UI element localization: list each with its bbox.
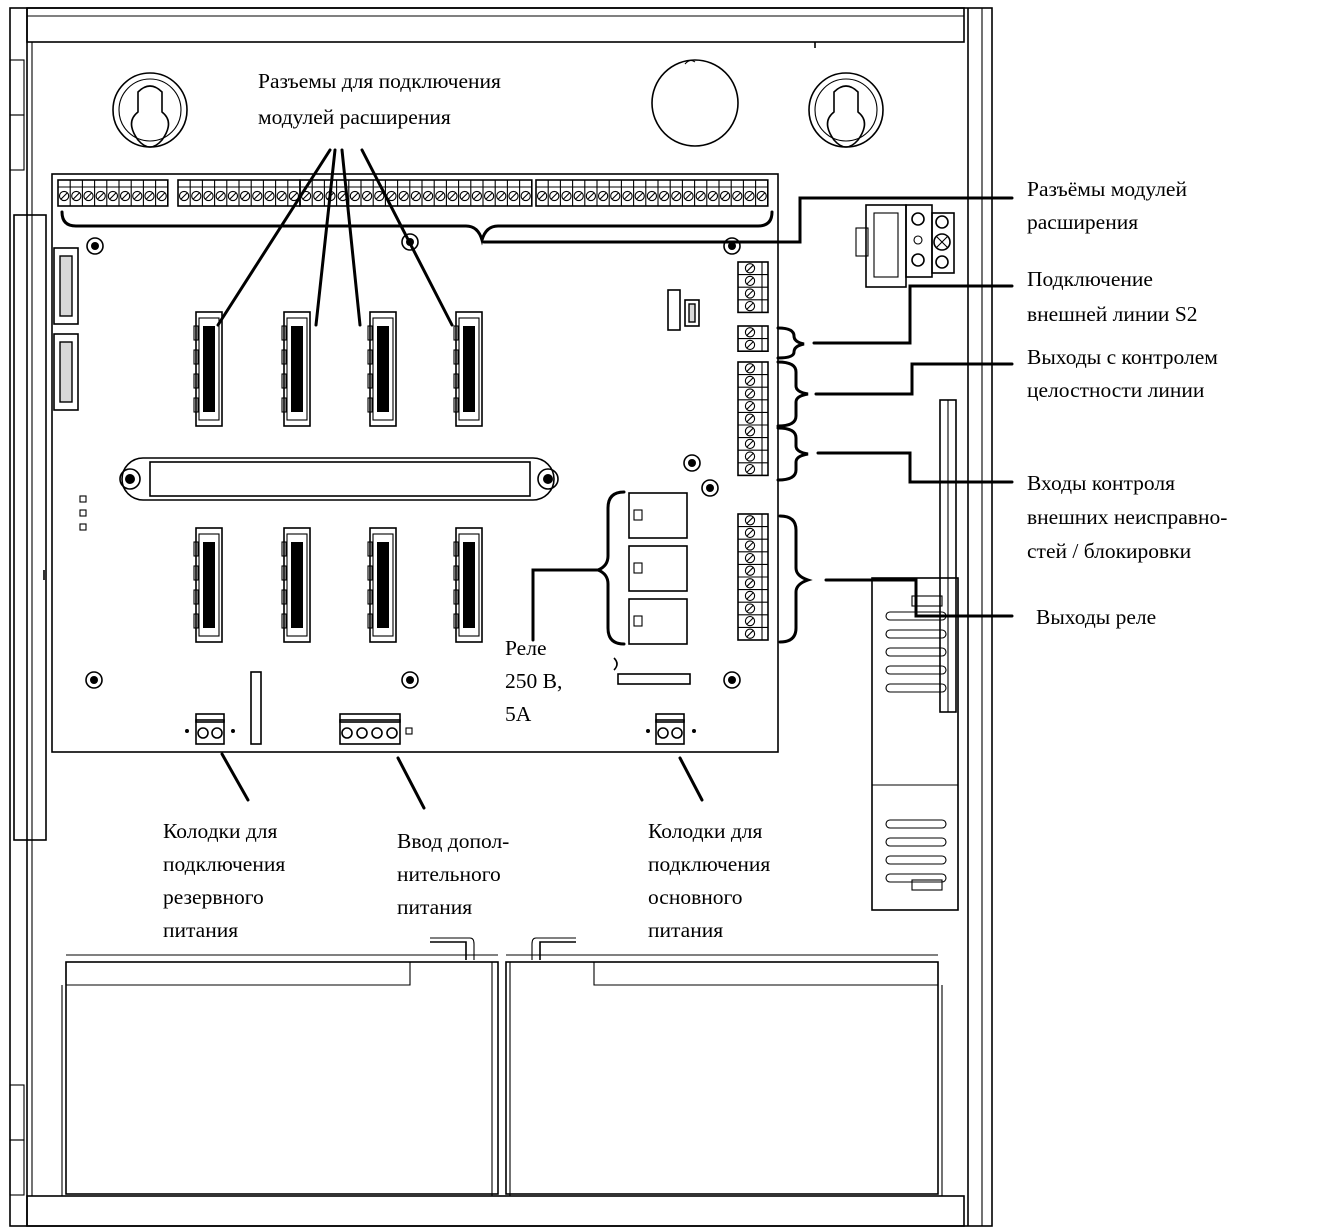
terminal-strip-upper bbox=[737, 261, 769, 314]
label-backup-power-line-2: подключения bbox=[163, 852, 285, 876]
label-external-line-s2-line-1: Подключение bbox=[1027, 267, 1153, 291]
board-screw bbox=[85, 671, 103, 689]
leader-lines bbox=[60, 148, 1014, 810]
label-relay-line-1: Реле bbox=[505, 636, 547, 660]
label-main-power-line-2: подключения bbox=[648, 852, 770, 876]
mounting-hole-left bbox=[112, 72, 188, 148]
enclosure-housing bbox=[9, 7, 993, 1227]
label-fault-inputs-line-3: стей / блокировки bbox=[1027, 539, 1191, 563]
label-monitored-outputs: Выходы с контролем целостности линии bbox=[1027, 345, 1218, 402]
terminal-strip-s2 bbox=[737, 325, 769, 353]
label-aux-power-line-1: Ввод допол- bbox=[397, 829, 509, 853]
aux-power-terminal bbox=[339, 713, 413, 745]
board-screw bbox=[723, 237, 741, 255]
label-backup-power-line-4: питания bbox=[163, 918, 238, 942]
label-relay-line-2: 250 В, bbox=[505, 669, 562, 693]
module-socket bbox=[193, 527, 223, 643]
label-fault-inputs: Входы контроля внешних неисправно- стей … bbox=[1027, 471, 1227, 563]
backup-power-terminal bbox=[185, 713, 235, 745]
terminal-block-4 bbox=[535, 179, 769, 207]
terminal-block-3 bbox=[299, 179, 533, 207]
terminal-strip-relay bbox=[737, 513, 769, 641]
cable-knockout bbox=[651, 59, 739, 147]
label-aux-power: Ввод допол- нительного питания bbox=[397, 829, 509, 919]
battery-bar bbox=[119, 457, 559, 501]
label-expansion-connectors-line-1: Разъемы для подключения bbox=[258, 69, 501, 93]
board-screw bbox=[683, 454, 701, 472]
label-main-power-line-3: основного bbox=[648, 885, 743, 909]
label-monitored-outputs-line-1: Выходы с контролем bbox=[1027, 345, 1218, 369]
module-socket bbox=[367, 311, 397, 427]
label-fault-inputs-line-2: внешних неисправно- bbox=[1027, 505, 1227, 529]
mains-terminal-block bbox=[855, 204, 955, 288]
label-main-power-line-1: Колодки для bbox=[648, 819, 763, 843]
terminal-block-2 bbox=[177, 179, 301, 207]
board-screw bbox=[723, 671, 741, 689]
label-relay-outputs: Выходы реле bbox=[1036, 605, 1156, 629]
module-socket bbox=[453, 527, 483, 643]
module-socket bbox=[453, 311, 483, 427]
module-socket bbox=[367, 527, 397, 643]
label-external-line-s2: Подключение внешней линии S2 bbox=[1027, 267, 1198, 326]
top-terminal-strip bbox=[57, 179, 769, 207]
mounting-hole-right bbox=[808, 72, 884, 148]
module-socket bbox=[281, 311, 311, 427]
label-aux-power-line-3: питания bbox=[397, 895, 472, 919]
label-relay: Реле 250 В, 5А bbox=[505, 636, 562, 726]
label-aux-power-line-2: нительного bbox=[397, 862, 501, 886]
terminal-block-1 bbox=[57, 179, 169, 207]
main-board bbox=[51, 173, 779, 753]
label-module-sockets-line-2: расширения bbox=[1027, 210, 1138, 234]
label-module-sockets-line-1: Разъёмы модулей bbox=[1027, 177, 1187, 201]
main-power-terminal bbox=[646, 713, 696, 745]
label-backup-power: Колодки для подключения резервного питан… bbox=[163, 819, 285, 942]
label-relay-line-3: 5А bbox=[505, 702, 532, 726]
power-supply-unit bbox=[871, 577, 959, 911]
label-module-sockets: Разъёмы модулей расширения bbox=[1027, 177, 1187, 234]
label-backup-power-line-3: резервного bbox=[163, 885, 264, 909]
module-socket bbox=[193, 311, 223, 427]
board-screw bbox=[401, 671, 419, 689]
label-external-line-s2-line-2: внешней линии S2 bbox=[1027, 302, 1198, 326]
terminal-strip-outputs bbox=[737, 361, 769, 477]
label-expansion-connectors-line-2: модулей расширения bbox=[258, 105, 451, 129]
relays bbox=[628, 492, 688, 645]
batteries bbox=[61, 937, 943, 1196]
label-fault-inputs-line-1: Входы контроля bbox=[1027, 471, 1175, 495]
label-main-power: Колодки для подключения основного питани… bbox=[648, 819, 770, 942]
module-socket bbox=[281, 527, 311, 643]
label-relay-outputs-line-1: Выходы реле bbox=[1036, 605, 1156, 629]
board-screw bbox=[701, 479, 719, 497]
label-backup-power-line-1: Колодки для bbox=[163, 819, 278, 843]
label-monitored-outputs-line-2: целостности линии bbox=[1027, 378, 1204, 402]
label-expansion-connectors: Разъемы для подключения модулей расширен… bbox=[258, 69, 501, 129]
board-screw bbox=[86, 237, 104, 255]
label-main-power-line-4: питания bbox=[648, 918, 723, 942]
